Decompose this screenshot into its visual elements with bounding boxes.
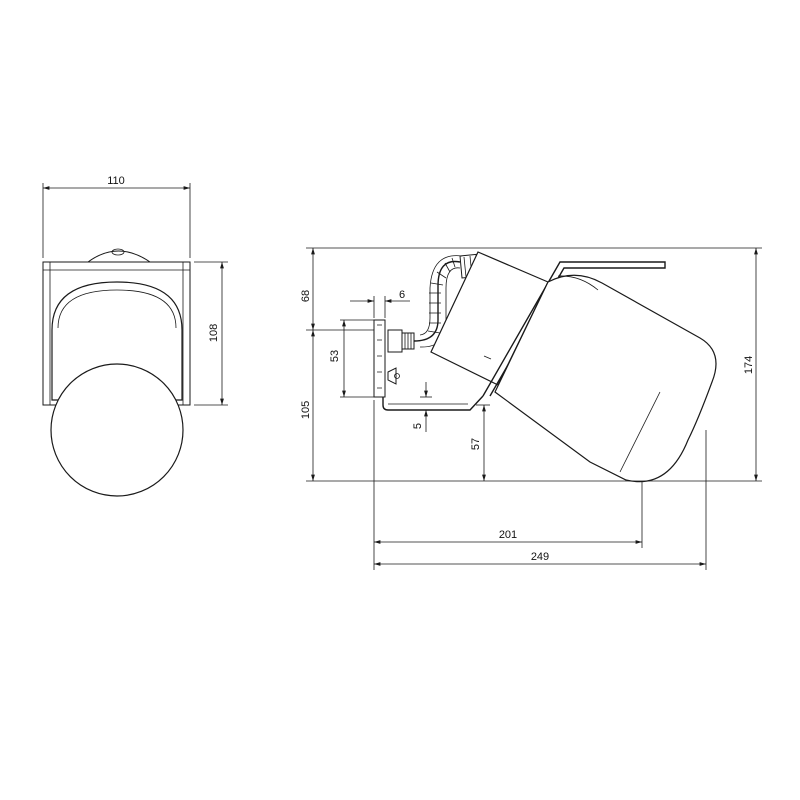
dim-label-bracket-thickness: 6	[399, 289, 405, 301]
side-wall-plate	[373, 319, 386, 398]
front-lamp-housing	[51, 281, 183, 401]
front-top-knob	[87, 250, 151, 263]
side-cable-gland	[387, 329, 403, 353]
side-view: 68 105 53 6 5 57 174 201 249	[300, 247, 762, 570]
dim-label-side-lower: 105	[300, 401, 312, 419]
side-lamp-housing	[494, 274, 717, 483]
dim-label-front-width: 110	[107, 175, 125, 187]
dim-label-front-height: 108	[208, 324, 220, 342]
side-wing-nut	[387, 367, 397, 385]
dim-label-side-foot: 57	[470, 438, 482, 450]
side-lower-bracket	[382, 395, 484, 411]
front-glass-globe	[50, 363, 184, 497]
dim-label-side-plate: 53	[329, 350, 341, 362]
dim-label-side-length-inner: 201	[499, 529, 517, 541]
dim-label-side-gap: 5	[412, 423, 424, 429]
front-view: 110 108	[42, 175, 228, 497]
dim-label-side-top: 68	[300, 290, 312, 302]
dim-label-side-length-total: 249	[531, 551, 549, 563]
dim-label-side-total-height: 174	[743, 356, 755, 374]
